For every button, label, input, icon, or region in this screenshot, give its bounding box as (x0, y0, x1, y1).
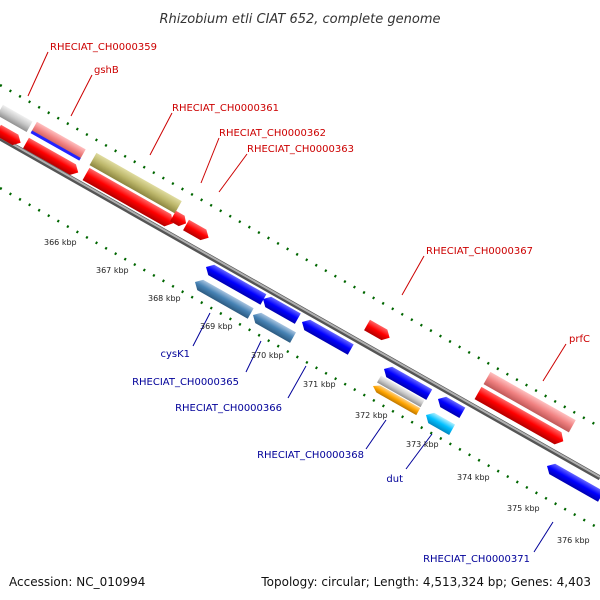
gene-feature-blue-4[interactable] (435, 394, 466, 419)
gene-label-RHECIAT_CH0000371[interactable]: RHECIAT_CH0000371 (423, 554, 530, 565)
gene-feature-gray-2[interactable] (377, 375, 425, 408)
gene-feature-blue-3[interactable] (381, 364, 433, 400)
gene-feature-blue-2[interactable] (260, 294, 301, 324)
gene-feature-red-5[interactable] (183, 219, 212, 243)
gene-feature-red-7[interactable] (474, 386, 567, 447)
gene-label-RHECIAT_CH0000367[interactable]: RHECIAT_CH0000367 (426, 246, 533, 257)
scale-label: 371 kbp (303, 380, 336, 389)
gene-feature-gray-1[interactable] (0, 104, 33, 132)
scale-label: 370 kbp (251, 351, 284, 360)
scale-label: 367 kbp (96, 266, 129, 275)
forward-label-leaders (27, 51, 567, 382)
gene-feature-red-2[interactable] (23, 137, 81, 178)
gene-label-RHECIAT_CH0000366[interactable]: RHECIAT_CH0000366 (175, 403, 282, 414)
scale-label: 366 kbp (44, 238, 77, 247)
gene-feature-red-1[interactable] (0, 124, 24, 148)
gene-label-RHECIAT_CH0000365[interactable]: RHECIAT_CH0000365 (132, 377, 239, 388)
gene-label-RHECIAT_CH0000361[interactable]: RHECIAT_CH0000361 (172, 103, 279, 114)
map-title: Rhizobium etli CIAT 652, complete genome (160, 12, 441, 27)
gene-feature-cysK1[interactable] (192, 277, 254, 319)
gene-label-prfC[interactable]: prfC (569, 334, 590, 345)
gene-label-gshB[interactable]: gshB (94, 65, 119, 76)
gene-feature-prfC[interactable] (483, 371, 576, 433)
scale-label: 368 kbp (148, 294, 181, 303)
scale-label: 374 kbp (457, 473, 490, 482)
gene-feature-red-4[interactable] (170, 210, 189, 229)
scale-label: 376 kbp (557, 536, 590, 545)
inner-tick-track (0, 186, 600, 531)
gene-feature-dut[interactable] (423, 410, 456, 435)
scale-label: 375 kbp (507, 504, 540, 513)
genome-backbone (0, 135, 600, 481)
gene-label-RHECIAT_CH0000368[interactable]: RHECIAT_CH0000368 (257, 450, 364, 461)
gene-feature-gshB[interactable] (30, 121, 86, 161)
scale-label: 369 kbp (200, 322, 233, 331)
gene-feature-red-6[interactable] (364, 319, 393, 343)
reverse-label-leaders (192, 312, 554, 553)
topology-summary: Topology: circular; Length: 4,513,324 bp… (260, 575, 591, 589)
scale-label: 373 kbp (406, 440, 439, 449)
gene-label-cysK1[interactable]: cysK1 (160, 349, 190, 360)
accession-text: Accession: NC_010994 (9, 575, 145, 589)
gene-feature-blue-1[interactable] (203, 262, 267, 305)
gene-feature-RHECIAT_CH0000365[interactable] (250, 310, 296, 343)
gene-label-dut[interactable]: dut (386, 474, 403, 485)
gene-feature-olive-1[interactable] (89, 152, 182, 214)
gene-label-RHECIAT_CH0000362[interactable]: RHECIAT_CH0000362 (219, 128, 326, 139)
gene-feature-RHECIAT_CH0000366[interactable] (299, 317, 354, 355)
scale-label: 372 kbp (355, 411, 388, 420)
gene-label-RHECIAT_CH0000359[interactable]: RHECIAT_CH0000359 (50, 42, 157, 53)
gene-feature-RHECIAT_CH0000368[interactable] (371, 383, 421, 416)
gene-label-RHECIAT_CH0000363[interactable]: RHECIAT_CH0000363 (247, 144, 354, 155)
gene-feature-RHECIAT_CH0000371[interactable] (544, 461, 600, 502)
gene-feature-red-3[interactable] (82, 167, 177, 229)
